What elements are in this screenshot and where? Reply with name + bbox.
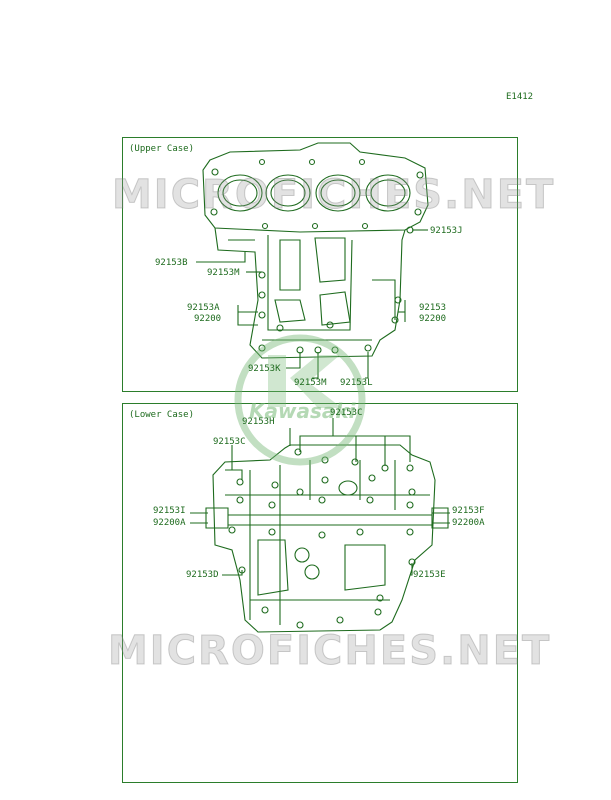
watermark-top: MICROFICHES.NET: [111, 172, 556, 219]
lower-leader-lines: [190, 418, 450, 576]
bore-3: [315, 174, 361, 212]
label-92153K: 92153K: [248, 364, 281, 374]
label-92200-left: 92200: [194, 314, 222, 324]
label-92153A: 92153A: [187, 303, 220, 313]
label-92153M-upper: 92153M: [207, 268, 240, 278]
upper-bolt-holes: [210, 158, 424, 354]
lower-case-title: (Lower Case): [129, 410, 195, 420]
upper-case-body: [214, 227, 406, 359]
label-92153E: 92153E: [413, 570, 446, 580]
label-92153H: 92153H: [242, 417, 275, 427]
lower-case-panel: (Lower Case): [122, 403, 518, 783]
bore-2: [265, 174, 311, 212]
label-92153B: 92153B: [155, 258, 188, 268]
label-92200-right: 92200: [419, 314, 447, 324]
label-92153C-left: 92153C: [213, 437, 246, 447]
label-92153J: 92153J: [430, 226, 463, 236]
lower-bolt-holes: [228, 448, 416, 629]
label-92153C-top: 92153C: [330, 408, 363, 418]
label-92153L: 92153L: [340, 378, 373, 388]
upper-case-title: (Upper Case): [129, 144, 195, 154]
label-92153-right: 92153: [419, 303, 447, 313]
lower-case-body: [212, 444, 436, 633]
label-92153F: 92153F: [452, 506, 485, 516]
watermark-bottom: MICROFICHES.NET: [107, 628, 552, 675]
upper-case-panel: (Upper Case): [122, 137, 518, 392]
bore-1: [217, 174, 263, 212]
label-92153I: 92153I: [153, 506, 186, 516]
kawasaki-logo: Kawasaki: [249, 399, 356, 423]
upper-block-outline: [202, 142, 429, 233]
bore-4: [365, 174, 411, 212]
label-92153D: 92153D: [186, 570, 219, 580]
label-92200A-right: 92200A: [452, 518, 485, 528]
page-code: E1412: [506, 92, 534, 102]
label-92153M-lower: 92153M: [294, 378, 327, 388]
label-92200A-left: 92200A: [153, 518, 186, 528]
upper-leader-lines: [196, 229, 428, 379]
